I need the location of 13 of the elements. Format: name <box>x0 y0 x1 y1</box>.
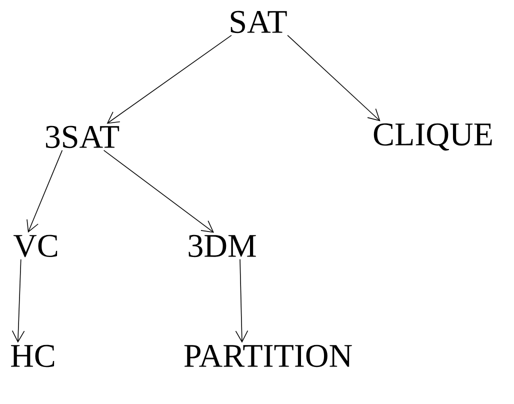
node-label: PARTITION <box>184 344 352 368</box>
arrow <box>103 150 214 233</box>
arrow <box>106 34 232 124</box>
arrow <box>26 150 63 233</box>
node-label: 3DM <box>188 234 256 258</box>
node-label: 3SAT <box>46 126 120 148</box>
node-label: SAT <box>230 10 287 34</box>
arrow <box>287 34 380 122</box>
arrow <box>235 258 248 343</box>
node-label: CLIQUE <box>374 123 492 151</box>
arrow <box>12 258 25 343</box>
node-label: HC <box>11 344 54 368</box>
node-label: VC <box>13 234 58 258</box>
